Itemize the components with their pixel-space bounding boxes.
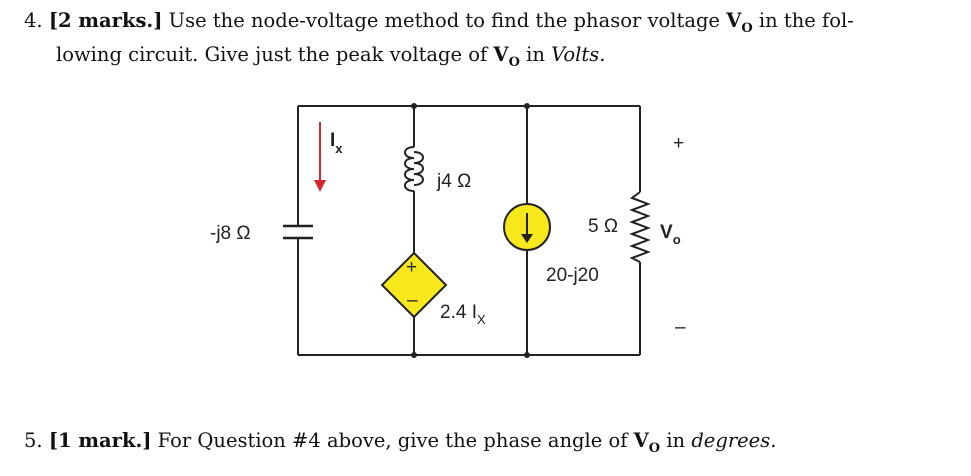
question-4-number: 4. — [24, 9, 43, 32]
inductor-symbol — [404, 146, 424, 192]
question-5-text-a: For Question #4 above, give the phase an… — [157, 429, 628, 452]
question-5-unit: degrees. — [691, 429, 777, 452]
question-4-vo-symbol: VO — [726, 9, 753, 36]
capacitor-symbol — [283, 224, 313, 240]
question-5: 5. [1 mark.] For Question #4 above, give… — [24, 428, 954, 462]
dependent-voltage-source — [380, 251, 448, 319]
vo-label: Vo — [660, 222, 681, 247]
ix-arrow — [314, 122, 326, 192]
question-5-marks: [1 mark.] — [48, 429, 152, 452]
question-5-vo-symbol: VO — [633, 429, 661, 456]
vo-minus: – — [675, 317, 686, 338]
question-4-marks: [2 marks.] — [48, 9, 163, 32]
vo-plus: + — [673, 133, 684, 154]
resistor-symbol — [629, 191, 651, 263]
node-dots — [411, 103, 530, 358]
ix-label: Ix — [330, 130, 343, 156]
current-source-label: 20-j20 — [546, 265, 599, 286]
question-4-text-d: in — [526, 42, 545, 66]
question-4-vo-symbol-2: VO — [493, 42, 520, 70]
question-4-unit: Volts. — [551, 42, 606, 66]
question-4-line-2: lowing circuit. Give just the peak volta… — [24, 42, 954, 76]
dep-source-label: 2.4 IX — [440, 302, 486, 327]
question-4: 4. [2 marks.] Use the node-voltage metho… — [24, 8, 954, 76]
resistor-label: 5 Ω — [588, 216, 618, 237]
circuit-wires — [297, 105, 641, 356]
inductor-label: j4 Ω — [436, 171, 471, 192]
dep-source-plus: + — [406, 257, 417, 278]
question-4-text-b: in the fol- — [758, 9, 854, 32]
question-5-text-b: in — [666, 429, 686, 452]
current-source — [503, 203, 551, 251]
question-5-number: 5. — [24, 429, 43, 452]
question-4-text-c: lowing circuit. Give just the peak volta… — [56, 42, 488, 66]
question-4-text-a: Use the node-voltage method to find the … — [168, 9, 720, 32]
capacitor-label: -j8 Ω — [210, 223, 251, 244]
dep-source-minus: – — [407, 290, 418, 311]
